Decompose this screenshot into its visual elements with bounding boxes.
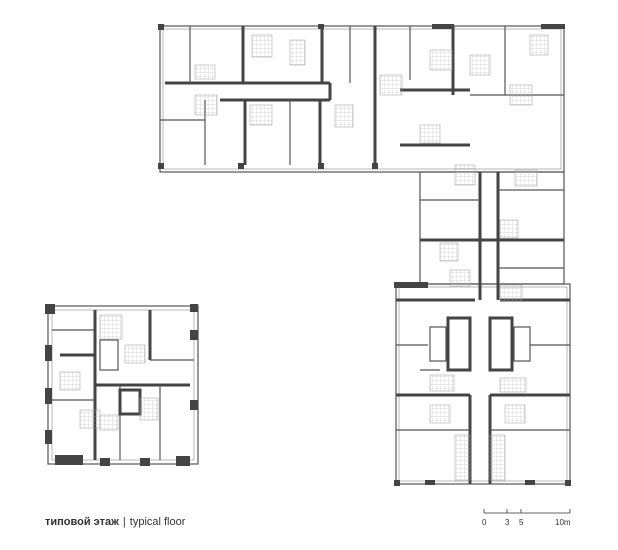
building-square [45,304,199,466]
caption-separator: | [122,516,126,528]
building-l-vertical-wing [394,164,571,486]
caption-english: typical floor [129,516,186,528]
scale-tick-label: 0 [482,518,487,527]
plan-caption: типовой этаж|typical floor [45,516,185,528]
scale-bar [483,509,571,514]
scale-tick-label: 10m [555,518,571,527]
scale-tick-label: 5 [519,518,524,527]
caption-russian: типовой этаж [45,516,119,528]
building-l-top-wing [158,24,565,173]
scale-tick-label: 3 [505,518,510,527]
